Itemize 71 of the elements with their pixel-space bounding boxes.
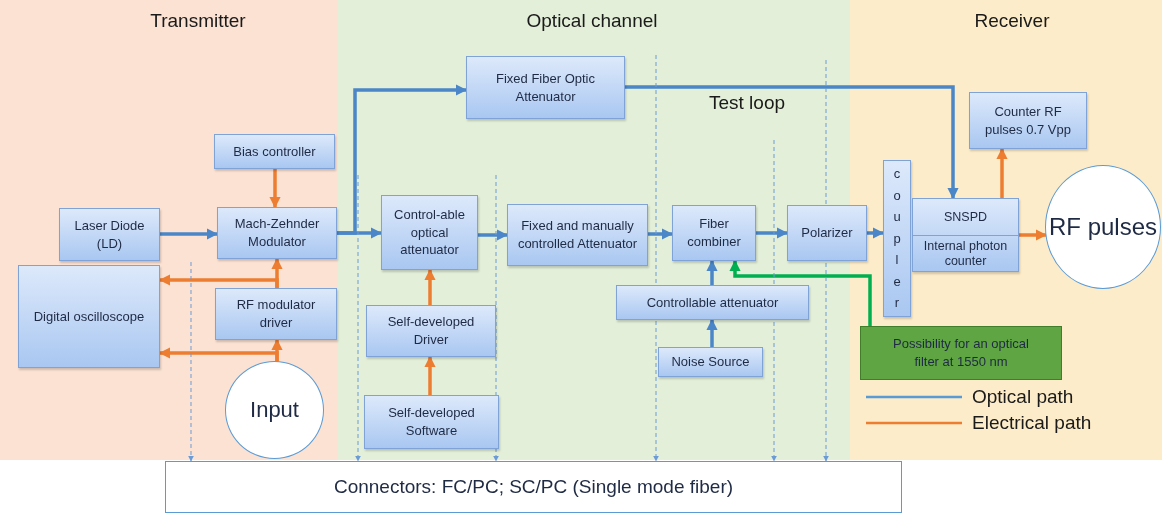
node-label: Laser Diode (LD) xyxy=(73,216,146,253)
process-box xyxy=(366,305,496,357)
dashed-arrow xyxy=(493,174,499,462)
arrow xyxy=(158,274,279,288)
node-label: Self-developed Software xyxy=(387,404,476,440)
process-box xyxy=(507,204,648,266)
connectors-box xyxy=(165,461,902,513)
filter-note-box xyxy=(860,326,1062,380)
node-label: Possibility for an optical filter at 1550 nm xyxy=(892,335,1030,371)
node-label: Digital oscilloscope xyxy=(33,307,145,326)
arrow xyxy=(625,85,959,200)
legend-label: Electrical path xyxy=(972,412,1092,434)
node-label: Control-able optical attenuator xyxy=(393,206,466,259)
arrow xyxy=(424,355,436,395)
node-label: RF modulator driver xyxy=(235,296,317,332)
arrow xyxy=(867,227,885,239)
process-box xyxy=(658,347,763,377)
process-box xyxy=(616,285,809,320)
coupler-box xyxy=(883,160,911,317)
node-label: Fixed and manually controlled Attenuator xyxy=(516,217,639,253)
node-label: Input xyxy=(250,396,299,425)
legend-label: Optical path xyxy=(972,386,1074,408)
dashed-arrow xyxy=(653,54,659,462)
node-label: Bias controller xyxy=(233,142,316,161)
arrow xyxy=(158,347,279,364)
node-label: Connectors: FC/PC; SC/PC (Single mode fiber) xyxy=(333,475,734,500)
process-box xyxy=(364,395,499,449)
process-box xyxy=(59,208,160,261)
section-title: Optical channel xyxy=(526,10,658,32)
dashed-arrow xyxy=(823,59,829,462)
arrow xyxy=(269,169,281,209)
node-label: Controllable attenuator xyxy=(646,293,779,312)
section-panel xyxy=(0,0,338,460)
section-title: Receiver xyxy=(974,10,1050,32)
arrow xyxy=(424,268,436,305)
node-label: Polarizer xyxy=(801,224,853,242)
arrow xyxy=(706,318,718,347)
process-box xyxy=(672,205,756,261)
process-box xyxy=(969,92,1087,149)
node-label: Mach-Zehnder Modulator xyxy=(233,215,321,251)
node-label: Internal photon counter xyxy=(913,235,1018,271)
dashed-arrow xyxy=(771,139,777,462)
node-label: Noise Source xyxy=(671,353,750,371)
process-box xyxy=(215,288,337,340)
node-label: Self-developed Driver xyxy=(386,313,476,349)
dashed-arrow xyxy=(355,174,361,462)
process-box xyxy=(18,265,160,368)
arrow xyxy=(160,228,219,240)
node-label: coupler xyxy=(892,165,902,313)
detector-box xyxy=(912,198,1019,272)
arrow xyxy=(706,259,718,285)
arrow xyxy=(729,259,872,326)
process-box xyxy=(466,56,625,119)
arrow xyxy=(996,147,1008,198)
node-label: Counter RF pulses 0.7 Vpp xyxy=(984,102,1072,139)
arrow xyxy=(756,227,789,239)
section-title: Transmitter xyxy=(150,10,246,32)
arrow xyxy=(648,228,674,240)
process-box xyxy=(214,134,335,169)
process-box xyxy=(787,205,867,261)
dashed-arrow xyxy=(188,261,194,462)
node-label: Fiber combiner xyxy=(686,215,742,251)
process-box xyxy=(217,207,337,259)
process-box xyxy=(381,195,478,270)
loop-label: Test loop xyxy=(709,92,786,114)
node-label: RF pulses xyxy=(1048,211,1157,242)
arrow xyxy=(337,84,468,235)
arrow xyxy=(478,229,509,241)
node-label: Fixed Fiber Optic Attenuator xyxy=(495,69,596,106)
arrow xyxy=(1019,229,1048,241)
node-label: SNSPD xyxy=(942,208,989,226)
